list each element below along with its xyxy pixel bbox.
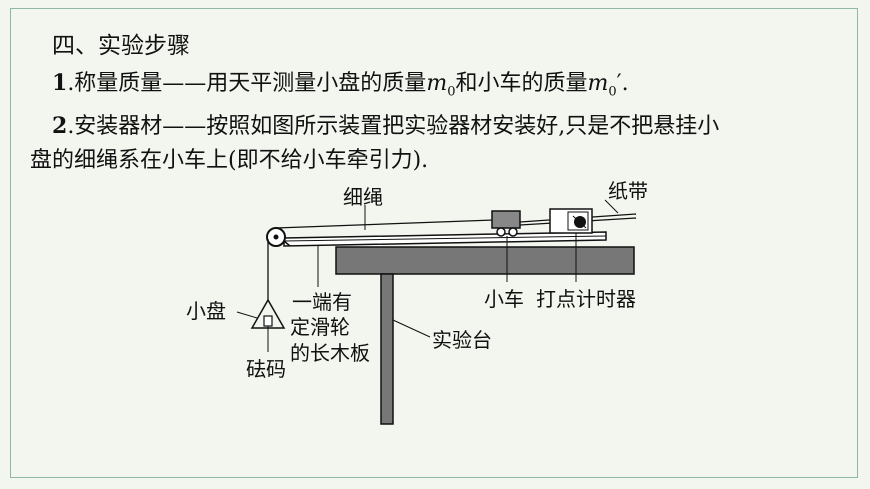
page-frame [10,8,858,478]
step-1-sub-a: 0 [447,84,456,100]
text-block: 四、实验步骤 1.称量质量——用天平测量小盘的质量m0和小车的质量m0′. 2.… [30,26,830,178]
step-2-line-2: 盘的细绳系在小车上(即不给小车牵引力). [30,148,429,174]
step-2-number: 2 [52,113,68,140]
step-1-sub-b: 0 [608,84,617,100]
step-1-number: 1 [52,70,68,96]
step-2-text-line-1: .安装器材——按照如图所示装置把实验器材安装好,只是不把悬挂小 [67,114,720,140]
step-1-text-a: .称量质量——用天平测量小盘的质量 [67,71,427,96]
step-1-text-b: 和小车的质量 [455,71,588,96]
step-1-var-a: m [426,71,448,96]
section-heading: 四、实验步骤 [52,33,190,59]
step-1-text-c: ′. [616,71,629,96]
step-1: 1.称量质量——用天平测量小盘的质量m0和小车的质量m0′. [30,66,830,109]
step-2-line-1: 2.安装器材——按照如图所示装置把实验器材安装好,只是不把悬挂小 [30,109,830,144]
step-1-var-b: m [587,71,609,96]
